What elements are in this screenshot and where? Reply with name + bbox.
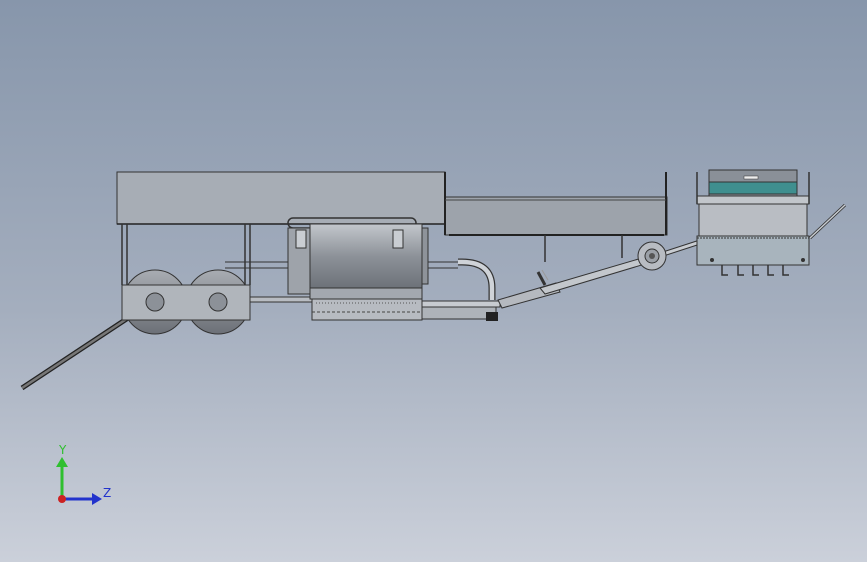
coordinate-triad: Y Z [56, 443, 111, 505]
delivery-pipe [421, 258, 501, 321]
main-hopper [116, 171, 446, 225]
feed-trough [309, 287, 423, 321]
axle-block [121, 284, 251, 321]
pulley [637, 241, 667, 271]
linkage-arm [497, 239, 701, 309]
chassis-rail [249, 296, 313, 303]
mixing-drum [225, 223, 458, 295]
frame-legs [121, 224, 251, 285]
seeder-unit [696, 169, 847, 266]
tow-bar [20, 315, 130, 391]
front-box [444, 172, 668, 262]
y-axis-label: Y [58, 443, 67, 457]
seeder-tines [721, 265, 789, 276]
z-axis-label: Z [103, 486, 111, 500]
